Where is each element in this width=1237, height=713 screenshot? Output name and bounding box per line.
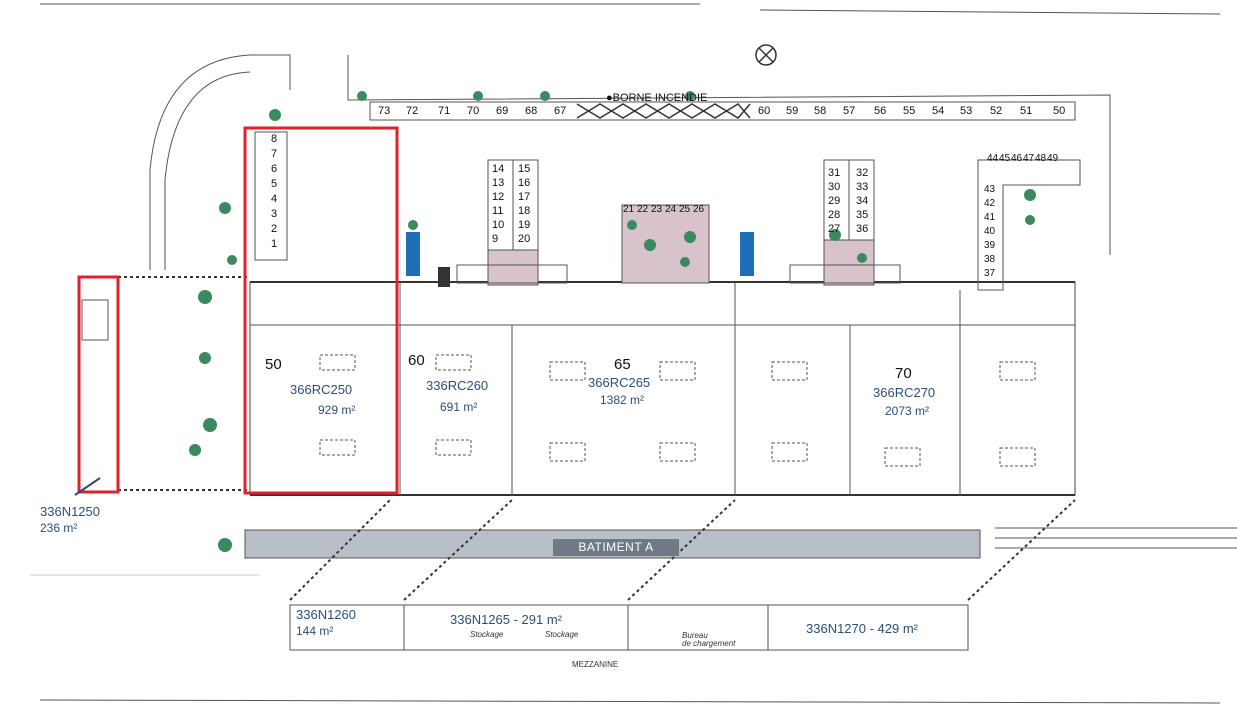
- parking-space-label: 46: [1011, 153, 1023, 164]
- unit-code-270: 366RC270: [873, 385, 936, 400]
- parking-space-label: 59: [786, 105, 799, 117]
- parking-space-label: 29: [828, 195, 841, 207]
- parking-space-label: 70: [467, 105, 480, 117]
- parking-space-label: 41: [984, 212, 996, 223]
- parking-space-label: 2: [271, 223, 278, 235]
- building-label: BATIMENT A: [553, 539, 679, 556]
- unit-area-260: 691 m²: [440, 400, 478, 414]
- parking-space-label: 45: [999, 153, 1011, 164]
- unit-area-250: 929 m²: [318, 403, 356, 417]
- parking-space-label: 58: [814, 105, 827, 117]
- unit-code-260: 336RC260: [426, 378, 489, 393]
- parking-space-label: 34: [856, 195, 869, 207]
- parking-space-label: 40: [984, 226, 996, 237]
- hydrant-label: ●BORNE INCENDIE: [606, 92, 708, 104]
- parking-space-label: 56: [874, 105, 887, 117]
- mezzanine-label: MEZZANINE: [572, 660, 619, 669]
- parking-space-label: 71: [438, 105, 451, 117]
- parking-space-label: 68: [525, 105, 538, 117]
- unit-area-270: 2073 m²: [885, 404, 930, 418]
- unit-number-65: 65: [614, 356, 631, 373]
- parking-space-label: 30: [828, 181, 841, 193]
- parking-space-label: 24: [665, 204, 677, 215]
- parking-space-label: 57: [843, 105, 856, 117]
- parking-space-label: 3: [271, 208, 278, 220]
- parking-space-label: 9: [492, 233, 499, 245]
- parking-space-label: 19: [518, 219, 531, 231]
- parking-space-label: 27: [828, 223, 841, 235]
- mezz-note-office: Bureau de chargement: [682, 631, 736, 648]
- compass-icon: [754, 43, 778, 67]
- mezz-unit-1260-code: 336N1260: [296, 607, 356, 622]
- parking-space-label: 31: [828, 167, 841, 179]
- parking-space-label: 53: [960, 105, 973, 117]
- mezz-note-storage-1: Stockage: [470, 630, 504, 639]
- parking-space-label: 51: [1020, 105, 1033, 117]
- parking-space-label: 42: [984, 198, 996, 209]
- parking-space-label: 13: [492, 177, 505, 189]
- parking-space-label: 21: [623, 204, 635, 215]
- parking-space-label: 26: [693, 204, 705, 215]
- mezz-note-storage-2: Stockage: [545, 630, 579, 639]
- parking-space-label: 23: [651, 204, 663, 215]
- parking-space-label: 60: [758, 105, 771, 117]
- parking-space-label: 7: [271, 148, 278, 160]
- parking-space-label: 69: [496, 105, 509, 117]
- parking-space-label: 12: [492, 191, 505, 203]
- unit-number-60: 60: [408, 352, 425, 369]
- parking-space-label: 37: [984, 268, 996, 279]
- parking-space-label: 4: [271, 193, 278, 205]
- mezz-unit-1260-area: 144 m²: [296, 624, 334, 638]
- parking-space-label: 11: [492, 205, 504, 217]
- parking-space-label: 28: [828, 209, 841, 221]
- mezz-unit-1265: 336N1265 - 291 m²: [450, 612, 563, 627]
- parking-space-label: 8: [271, 133, 278, 145]
- parking-space-label: 5: [271, 178, 278, 190]
- parking-space-label: 14: [492, 163, 505, 175]
- parking-space-label: 16: [518, 177, 531, 189]
- parking-space-label: 15: [518, 163, 531, 175]
- parking-space-label: 25: [679, 204, 691, 215]
- parking-space-label: 67: [554, 105, 567, 117]
- parking-space-label: 44: [987, 153, 999, 164]
- parking-space-label: 33: [856, 181, 869, 193]
- parking-space-label: 32: [856, 167, 869, 179]
- parking-space-label: 6: [271, 163, 278, 175]
- parking-space-label: 1: [271, 238, 278, 250]
- mezz-unit-1270: 336N1270 - 429 m²: [806, 621, 919, 636]
- parking-space-label: 47: [1023, 153, 1035, 164]
- parking-space-label: 17: [518, 191, 531, 203]
- parking-space-label: 18: [518, 205, 531, 217]
- unit-number-70: 70: [895, 365, 912, 382]
- parking-space-label: 43: [984, 184, 996, 195]
- unit-code-265: 366RC265: [588, 375, 651, 390]
- unit-number-50: 50: [265, 356, 282, 373]
- parking-space-label: 73: [378, 105, 391, 117]
- parking-space-label: 55: [903, 105, 916, 117]
- parking-space-label: 50: [1053, 105, 1066, 117]
- parking-space-label: 36: [856, 223, 869, 235]
- parking-space-label: 39: [984, 240, 996, 251]
- parking-space-label: 20: [518, 233, 531, 245]
- parking-space-label: 54: [932, 105, 945, 117]
- parking-space-label: 38: [984, 254, 996, 265]
- parking-space-label: 35: [856, 209, 869, 221]
- parking-space-label: 48: [1035, 153, 1047, 164]
- parking-space-label: 52: [990, 105, 1003, 117]
- side-unit-area: 236 m²: [40, 521, 78, 535]
- parking-space-label: 72: [406, 105, 419, 117]
- parking-space-label: 10: [492, 219, 505, 231]
- parking-space-label: 22: [637, 204, 649, 215]
- unit-area-265: 1382 m²: [600, 393, 645, 407]
- unit-code-250: 366RC250: [290, 382, 353, 397]
- parking-space-label: 49: [1047, 153, 1059, 164]
- side-unit-code: 336N1250: [40, 504, 100, 519]
